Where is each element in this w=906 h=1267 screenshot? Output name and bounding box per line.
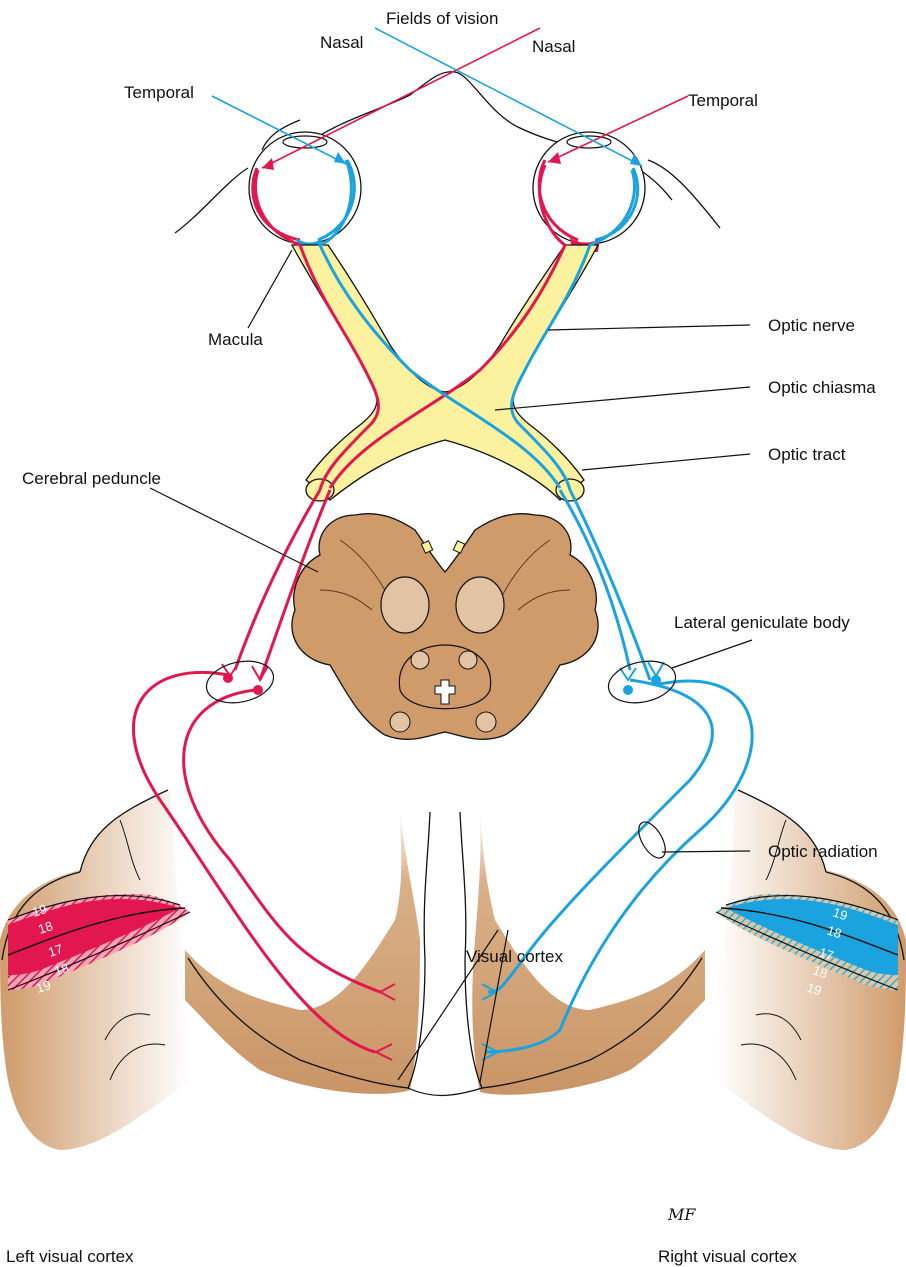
midbrain-section	[292, 514, 598, 740]
label-optic-tract: Optic tract	[768, 445, 846, 464]
label-macula: Macula	[208, 330, 263, 349]
artist-signature: MF	[667, 1205, 696, 1224]
label-optic-nerve: Optic nerve	[768, 316, 855, 335]
label-nasal-right: Nasal	[532, 37, 575, 56]
optic-nerve-structure	[292, 245, 598, 501]
label-optic-chiasma: Optic chiasma	[768, 378, 876, 397]
right-eye	[533, 132, 645, 252]
label-left-visual-cortex: Left visual cortex	[6, 1247, 134, 1266]
label-cerebral-peduncle: Cerebral peduncle	[22, 469, 161, 488]
left-eye	[249, 132, 361, 252]
label-temporal-left: Temporal	[124, 83, 194, 102]
optic-radiation-marker	[633, 818, 670, 863]
label-visual-cortex: Visual cortex	[466, 947, 564, 966]
label-temporal-right: Temporal	[688, 91, 758, 110]
label-right-visual-cortex: Right visual cortex	[658, 1247, 797, 1266]
label-fields-of-vision: Fields of vision	[386, 9, 498, 28]
label-nasal-left: Nasal	[320, 33, 363, 52]
label-lateral-geniculate-body: Lateral geniculate body	[674, 613, 850, 632]
left-cortex-lobe	[0, 790, 190, 1150]
label-optic-radiation: Optic radiation	[768, 842, 878, 861]
